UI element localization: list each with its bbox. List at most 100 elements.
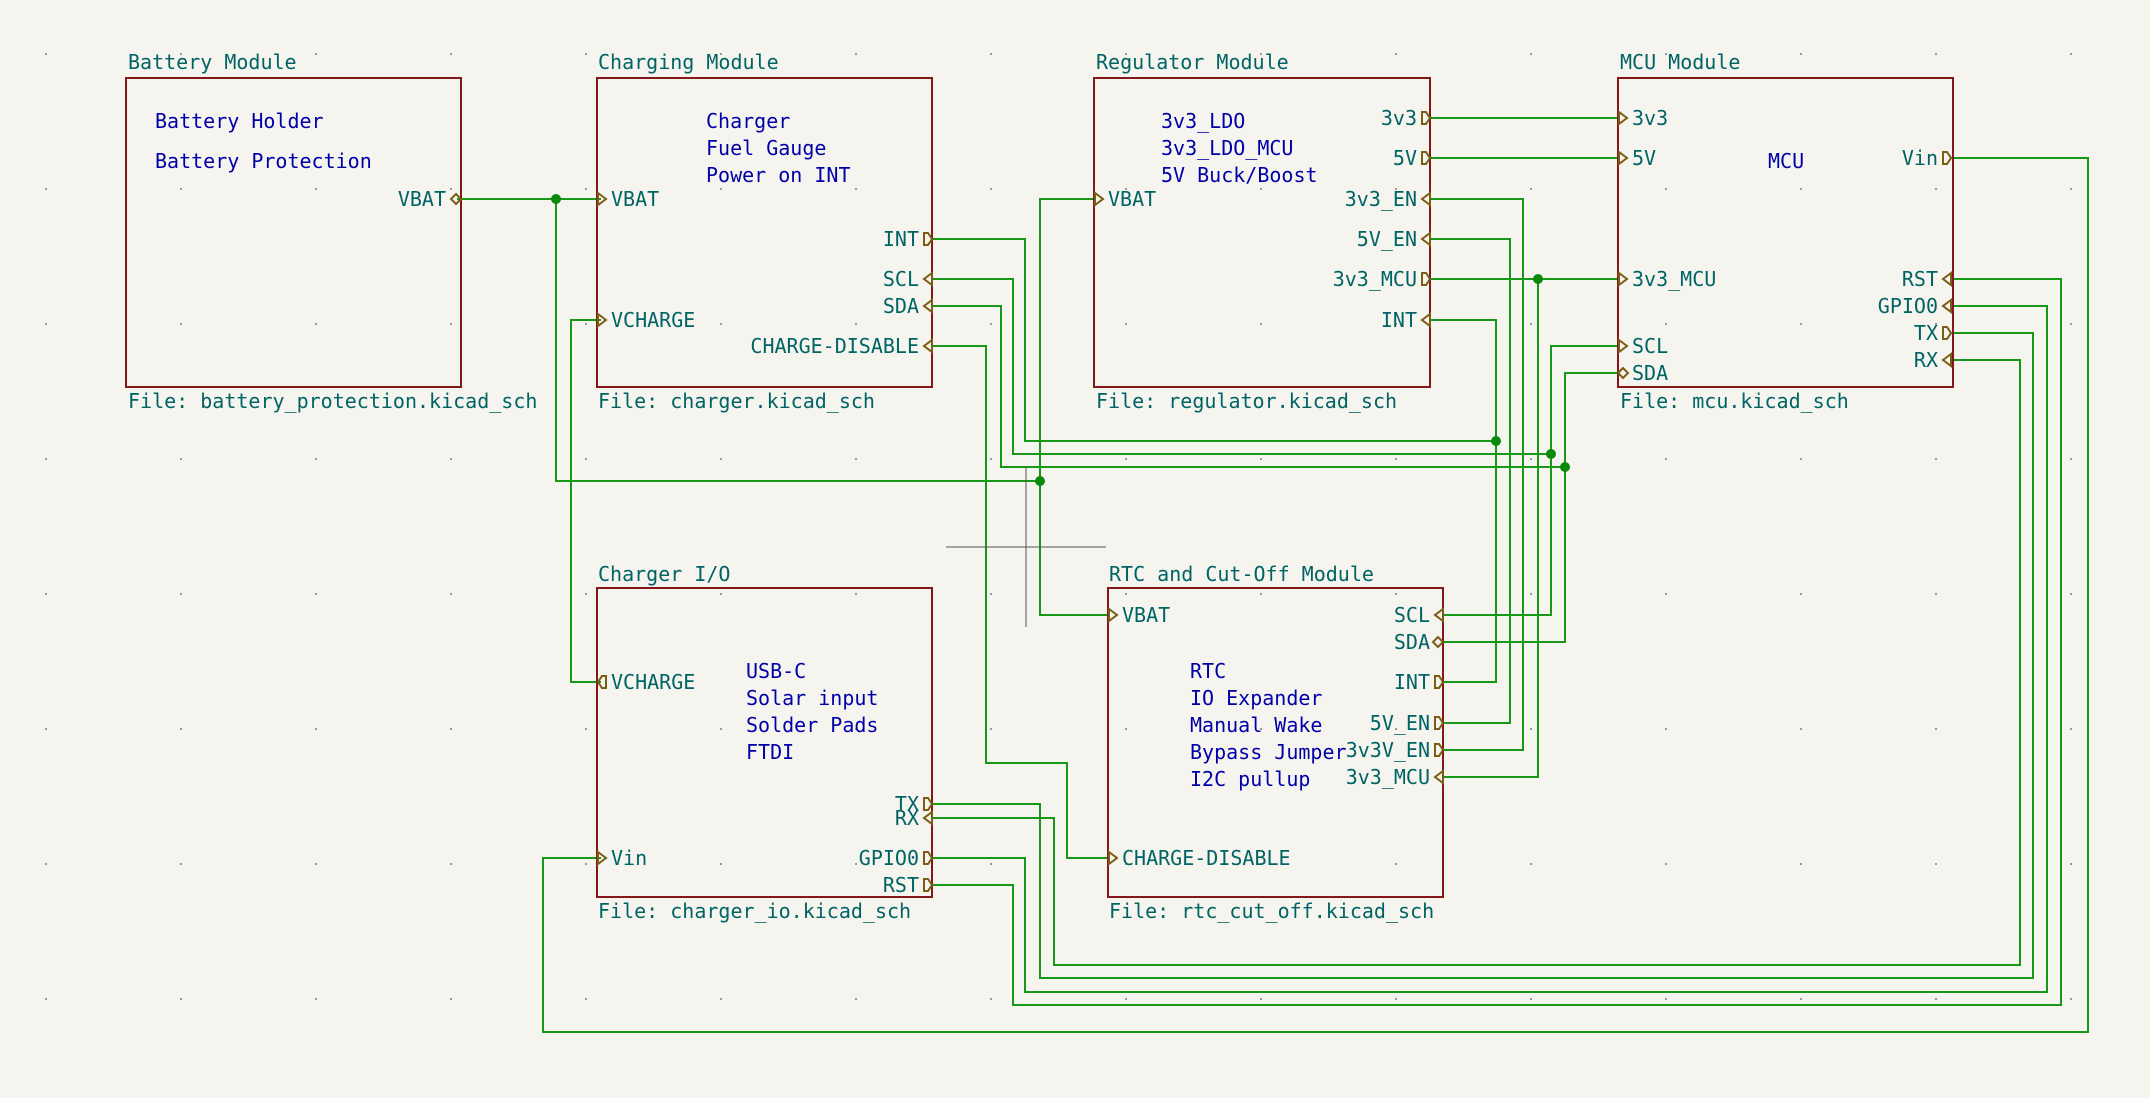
input-pin-icon[interactable] bbox=[1618, 338, 1629, 354]
wire-rx[interactable] bbox=[932, 359, 2021, 966]
grid-dot bbox=[315, 53, 317, 55]
output-pin-icon[interactable] bbox=[1942, 151, 1953, 165]
grid-dot bbox=[1125, 728, 1127, 730]
grid-dot bbox=[990, 728, 992, 730]
pin-label-scl: SCL bbox=[1394, 603, 1430, 627]
junction-scl bbox=[1546, 449, 1556, 459]
output-pin-icon[interactable] bbox=[1421, 111, 1432, 125]
grid-dot bbox=[450, 53, 452, 55]
pin-label-scl: SCL bbox=[1632, 334, 1668, 358]
wire-charge-disable[interactable] bbox=[932, 345, 1108, 859]
input-pin-icon[interactable] bbox=[1941, 271, 1952, 287]
input-pin-icon[interactable] bbox=[1433, 607, 1444, 623]
input-pin-icon[interactable] bbox=[922, 271, 933, 287]
grid-dot bbox=[720, 593, 722, 595]
wire-gpio0[interactable] bbox=[932, 305, 2048, 993]
grid-dot bbox=[1530, 188, 1532, 190]
output-pin-icon[interactable] bbox=[923, 878, 934, 892]
wire-vbat-rtc[interactable] bbox=[1039, 481, 1108, 616]
input-pin-icon[interactable] bbox=[1094, 191, 1105, 207]
input-pin-icon[interactable] bbox=[1618, 150, 1629, 166]
junctions bbox=[551, 194, 1570, 486]
wire-vcharge[interactable] bbox=[570, 319, 601, 683]
sheet-box[interactable] bbox=[1107, 587, 1444, 898]
grid-dot bbox=[2070, 728, 2072, 730]
output-pin-icon[interactable] bbox=[1434, 675, 1445, 689]
pin-label-vbat: VBAT bbox=[398, 187, 446, 211]
wire-scl-charger[interactable] bbox=[932, 278, 1551, 455]
input-pin-icon[interactable] bbox=[922, 810, 933, 826]
grid-dot bbox=[720, 728, 722, 730]
grid-dot bbox=[855, 323, 857, 325]
wire-tx[interactable] bbox=[932, 332, 2034, 979]
wire-3v3-en[interactable] bbox=[1430, 198, 1524, 751]
input-pin-icon[interactable] bbox=[1420, 191, 1431, 207]
bidirectional-pin-icon[interactable] bbox=[1616, 366, 1630, 380]
sheet-box[interactable] bbox=[596, 77, 933, 388]
wire-vbat-regulator[interactable] bbox=[1039, 198, 1094, 481]
input-pin-icon[interactable] bbox=[597, 191, 608, 207]
input-pin-icon[interactable] bbox=[1420, 312, 1431, 328]
input-pin-icon[interactable] bbox=[1941, 298, 1952, 314]
grid-dot bbox=[1800, 188, 1802, 190]
grid-dot bbox=[1125, 863, 1127, 865]
pin-label-5v: 5V bbox=[1632, 146, 1656, 170]
wire-3v3-mcu-rtc[interactable] bbox=[1443, 279, 1539, 778]
wire-sda-mcu[interactable] bbox=[1443, 372, 1620, 643]
input-pin-icon[interactable] bbox=[1618, 271, 1629, 287]
wire-rst[interactable] bbox=[932, 278, 2062, 1006]
wire-vbat-bus[interactable] bbox=[555, 199, 1040, 482]
wire-scl-mcu[interactable] bbox=[1443, 345, 1620, 616]
output-pin-icon[interactable] bbox=[1434, 743, 1445, 757]
grid-dot bbox=[585, 53, 587, 55]
sheet-charging-module[interactable]: Charging Module Charger Fuel Gauge Power… bbox=[596, 50, 934, 413]
input-pin-icon[interactable] bbox=[597, 312, 608, 328]
output-pin-icon[interactable] bbox=[923, 232, 934, 246]
input-pin-icon[interactable] bbox=[922, 298, 933, 314]
input-pin-icon[interactable] bbox=[1618, 110, 1629, 126]
grid-dot bbox=[855, 998, 857, 1000]
output-pin-icon[interactable] bbox=[596, 675, 607, 689]
sheet-charger-io[interactable]: Charger I/O USB-C Solar input Solder Pad… bbox=[596, 562, 934, 923]
input-pin-icon[interactable] bbox=[1420, 231, 1431, 247]
grid-dot bbox=[1260, 593, 1262, 595]
grid-dot bbox=[1665, 593, 1667, 595]
sheet-title: RTC and Cut-Off Module bbox=[1109, 562, 1374, 586]
wire-sda-charger[interactable] bbox=[932, 305, 1565, 468]
input-pin-icon[interactable] bbox=[1108, 850, 1119, 866]
output-pin-icon[interactable] bbox=[923, 851, 934, 865]
sheet-file: File: mcu.kicad_sch bbox=[1620, 389, 1849, 413]
input-pin-icon[interactable] bbox=[597, 850, 608, 866]
output-pin-icon[interactable] bbox=[923, 797, 934, 811]
input-pin-icon[interactable] bbox=[1433, 769, 1444, 785]
input-pin-icon[interactable] bbox=[1941, 352, 1952, 368]
wire-int-regulator[interactable] bbox=[1430, 319, 1497, 683]
sheet-box[interactable] bbox=[125, 77, 462, 388]
grid-dot bbox=[990, 593, 992, 595]
sheet-regulator-module[interactable]: Regulator Module 3v3_LDO 3v3_LDO_MCU 5V … bbox=[1093, 50, 1432, 413]
grid-dot bbox=[2070, 53, 2072, 55]
grid-dot bbox=[720, 863, 722, 865]
input-pin-icon[interactable] bbox=[922, 338, 933, 354]
output-pin-icon[interactable] bbox=[1421, 151, 1432, 165]
bidirectional-pin-icon[interactable] bbox=[1431, 635, 1445, 649]
wire-vin[interactable] bbox=[542, 157, 2089, 1033]
sheet-box[interactable] bbox=[596, 587, 933, 898]
wire-int-charger[interactable] bbox=[932, 238, 1496, 442]
wires bbox=[457, 117, 2089, 1033]
sheet-mcu-module[interactable]: MCU Module MCU 3v3 5V 3v3_MCU SCL SDA Vi… bbox=[1616, 50, 1954, 413]
sheet-battery-module[interactable]: Battery Module Battery Holder Battery Pr… bbox=[125, 50, 537, 413]
pin-label-scl: SCL bbox=[883, 267, 919, 291]
pin-label-3v3: 3v3 bbox=[1632, 106, 1668, 130]
grid-dot bbox=[1665, 863, 1667, 865]
input-pin-icon[interactable] bbox=[1108, 607, 1119, 623]
bidirectional-pin-icon[interactable] bbox=[449, 192, 463, 206]
pin-label-tx: TX bbox=[1914, 321, 1938, 345]
output-pin-icon[interactable] bbox=[1942, 326, 1953, 340]
wire-5v-en[interactable] bbox=[1430, 238, 1511, 724]
output-pin-icon[interactable] bbox=[1434, 716, 1445, 730]
sheet-box[interactable] bbox=[1617, 77, 1954, 388]
sheet-rtc-cutoff-module[interactable]: RTC and Cut-Off Module RTC IO Expander M… bbox=[1107, 562, 1445, 923]
output-pin-icon[interactable] bbox=[1421, 272, 1432, 286]
